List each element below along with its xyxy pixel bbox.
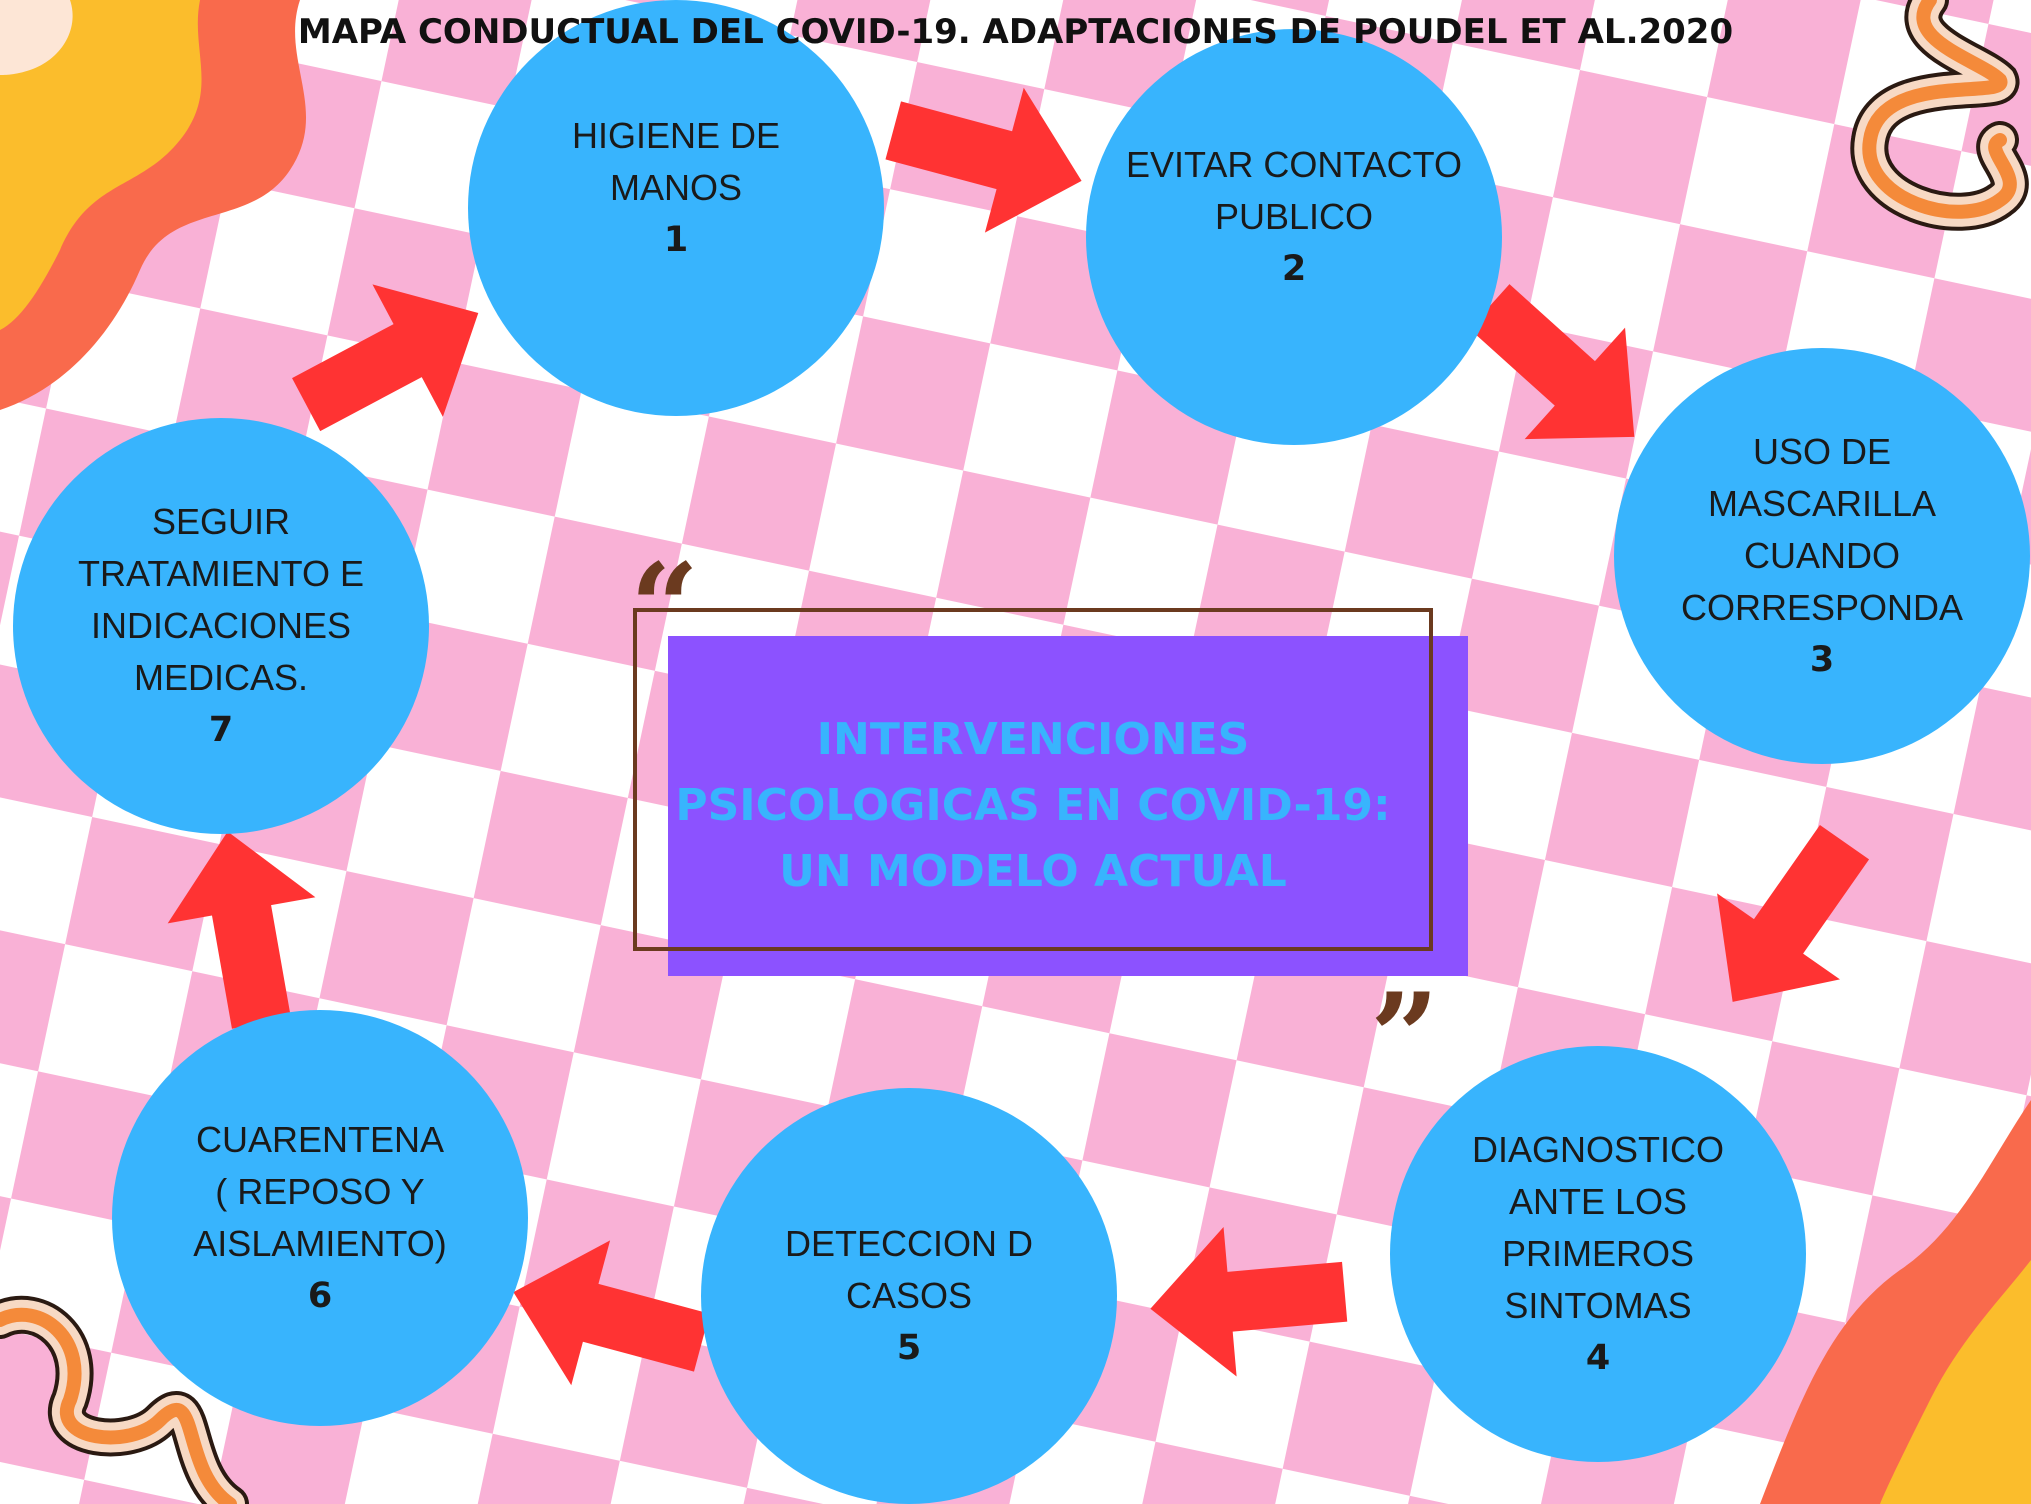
arrow-7-to-1 [292, 284, 479, 432]
step-node-3: USO DE MASCARILLA CUANDO CORRESPONDA 3 [1614, 348, 2030, 764]
arrow-3-to-4 [1717, 824, 1870, 1002]
step-number: 2 [1281, 249, 1307, 289]
step-label: EVITAR CONTACTO PUBLICO [1125, 144, 1463, 237]
arrow-5-to-6 [513, 1240, 710, 1386]
step-number: 5 [896, 1328, 922, 1368]
center-title: INTERVENCIONES PSICOLOGICAS EN COVID-19:… [675, 714, 1391, 897]
step-label: HIGIENE DE MANOS [571, 115, 781, 208]
step-label: SEGUIR TRATAMIENTO E INDICACIONES MEDICA… [77, 501, 364, 698]
step-node-7: SEGUIR TRATAMIENTO E INDICACIONES MEDICA… [13, 418, 429, 834]
squiggle-decoration-top-right [1850, 0, 2029, 231]
open-quote-icon: “ [630, 537, 700, 678]
arrow-1-to-2 [885, 87, 1082, 233]
step-number: 7 [208, 710, 234, 750]
step-label: DIAGNOSTICO ANTE LOS PRIMEROS SINTOMAS [1471, 1129, 1725, 1326]
step-number: 4 [1585, 1338, 1611, 1378]
wave-decoration-top-left-inner [0, 0, 202, 330]
close-quote-icon: ” [1370, 967, 1440, 1108]
step-node-6: CUARENTENA ( REPOSO Y AISLAMIENTO) 6 [112, 1010, 528, 1426]
arrow-4-to-5 [1150, 1227, 1348, 1377]
step-node-4: DIAGNOSTICO ANTE LOS PRIMEROS SINTOMAS 4 [1390, 1046, 1806, 1462]
center-box [668, 636, 1468, 976]
step-label: USO DE MASCARILLA CUANDO CORRESPONDA [1680, 431, 1964, 628]
step-node-1: HIGIENE DE MANOS 1 [468, 0, 884, 416]
squiggle-decoration-bottom-left [0, 1295, 249, 1504]
step-node-5: DETECCION D CASOS 5 [701, 1088, 1117, 1504]
arrow-6-to-7 [167, 831, 316, 1029]
page-title: MAPA CONDUCTUAL DEL COVID-19. ADAPTACION… [297, 12, 1734, 52]
step-number: 6 [307, 1276, 333, 1316]
step-number: 3 [1809, 640, 1835, 680]
center-frame [633, 608, 1433, 951]
step-number: 1 [663, 220, 689, 260]
step-node-2: EVITAR CONTACTO PUBLICO 2 [1086, 29, 1502, 445]
step-label: CUARENTENA ( REPOSO Y AISLAMIENTO) [193, 1119, 447, 1264]
step-label: DETECCION D CASOS [784, 1223, 1033, 1316]
arrow-2-to-3 [1469, 284, 1635, 440]
